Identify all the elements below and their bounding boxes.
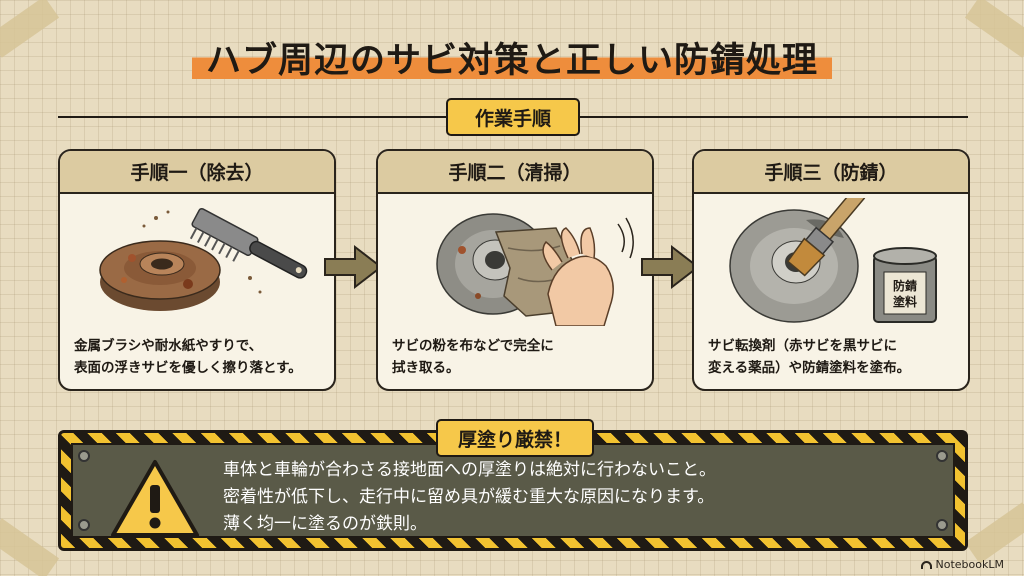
tape-corner-bottom-left xyxy=(0,518,60,576)
paint-can-label-line-2: 塗料 xyxy=(893,294,917,309)
bolt-icon xyxy=(936,450,948,462)
warning-triangle-icon xyxy=(111,460,199,537)
step-heading-3: 手順三（防錆） xyxy=(694,151,968,194)
warning-label: 厚塗り厳禁！ xyxy=(436,419,594,457)
title-area: ハブ周辺のサビ対策と正しい防錆処理 xyxy=(0,30,1024,83)
paint-can-label-line-1: 防錆 xyxy=(893,278,917,293)
bolt-icon xyxy=(936,519,948,531)
step-card-2: 手順二（清掃） サビの粉を布などで完全に 拭き取る。 xyxy=(376,149,654,391)
step-heading-1: 手順一（除去） xyxy=(60,151,334,194)
step-text-3: サビ転換剤（赤サビを黒サビに 変える薬品）や防錆塗料を塗布。 xyxy=(708,338,911,376)
step-text-2: サビの粉を布などで完全に 拭き取る。 xyxy=(392,338,554,376)
wire-brush-on-rusted-hub-icon xyxy=(99,207,308,311)
hand-wiping-hub-with-cloth-icon xyxy=(436,213,634,326)
watermark: NotebookLM xyxy=(920,558,1004,571)
warning-panel: 車体と車輪が合わさる接地面への厚塗りは絶対に行わないこと。 密着性が低下し、走行… xyxy=(58,430,968,551)
paintbrush-and-paint-can-icon: 防錆 塗料 xyxy=(729,198,937,323)
tape-corner-bottom-right xyxy=(964,502,1024,564)
step-card-1: 手順一（除去） 金属ブラシや耐水紙やすりで、 表面の浮きサビを優しく擦り落とす。 xyxy=(58,149,336,391)
page-title: ハブ周辺のサビ対策と正しい防錆処理 xyxy=(191,30,832,83)
watermark-text: NotebookLM xyxy=(935,558,1004,571)
step-card-3: 手順三（防錆） 防錆 塗料 サビ転換剤（赤サビを黒サビに 変える薬品）や防錆塗料… xyxy=(692,149,970,391)
arrow-right-icon xyxy=(641,244,700,290)
warning-panel-inner: 車体と車輪が合わさる接地面への厚塗りは絶対に行わないこと。 密着性が低下し、走行… xyxy=(71,443,955,538)
arrow-right-icon xyxy=(324,244,383,290)
bolt-icon xyxy=(78,519,90,531)
section-label: 作業手順 xyxy=(446,98,580,136)
warning-text: 車体と車輪が合わさる接地面への厚塗りは絶対に行わないこと。 密着性が低下し、走行… xyxy=(223,460,716,534)
bolt-icon xyxy=(78,450,90,462)
step-heading-2: 手順二（清掃） xyxy=(378,151,652,194)
notebooklm-logo-icon xyxy=(920,560,932,569)
step-text-1: 金属ブラシや耐水紙やすりで、 表面の浮きサビを優しく擦り落とす。 xyxy=(74,338,302,376)
